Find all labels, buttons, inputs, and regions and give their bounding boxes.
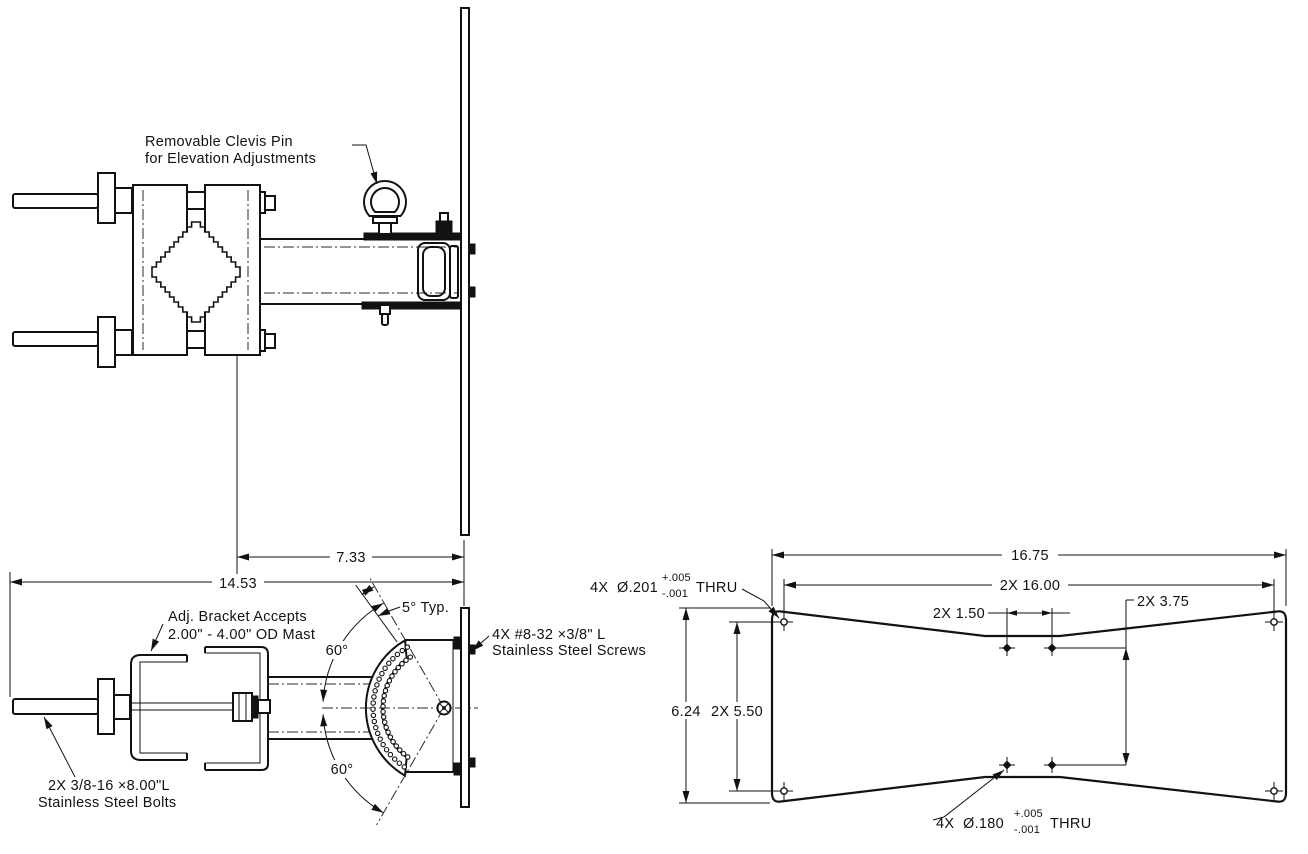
clamp-bolt — [12, 678, 233, 735]
clevis-note: Removable Clevis Pin for Elevation Adjus… — [145, 134, 378, 185]
angle-lower-label: 60° — [331, 762, 354, 778]
side-view: Removable Clevis Pin for Elevation Adjus… — [12, 7, 476, 576]
clamp-bolts — [12, 172, 276, 368]
screw-head — [453, 762, 462, 776]
pivot-pin — [436, 700, 452, 716]
boom-tube — [259, 232, 462, 310]
mounting-plate-outline — [770, 610, 1288, 803]
dim-boom-length: 7.33 — [336, 550, 365, 566]
adjustable-mast-bracket — [130, 646, 271, 771]
dim-plate-width: 16.75 — [1011, 548, 1049, 564]
bolts-note-leader — [43, 716, 76, 778]
dim-plate-height: 6.24 — [671, 704, 700, 720]
center-callout-suffix: THRU — [1050, 816, 1091, 832]
center-hole-callout: 4X Ø.180 +.005 -.001 THRU — [932, 769, 1091, 836]
center-callout-label: 4X Ø.180 — [936, 816, 1004, 832]
screws-note: 4X #8-32 ×3/8" L Stainless Steel Screws — [471, 627, 646, 659]
bolts-note-line2: Stainless Steel Bolts — [38, 795, 176, 811]
corner-callout-suffix: THRU — [696, 580, 737, 596]
bolts-note: 2X 3/8-16 ×8.00"L Stainless Steel Bolts — [38, 716, 176, 811]
lower-pin — [379, 304, 391, 315]
plate-holes — [775, 613, 1283, 800]
dim-hole-span-h: 2X 16.00 — [1000, 578, 1060, 594]
center-callout-tol-plus: +.005 — [1014, 808, 1043, 820]
mast-clamp — [132, 184, 261, 356]
bracket-note-line1: Adj. Bracket Accepts — [168, 609, 307, 625]
bolts-note-line1: 2X 3/8-16 ×8.00"L — [48, 778, 170, 794]
screws-note-line1: 4X #8-32 ×3/8" L — [492, 627, 606, 643]
bracket-note-leader — [150, 623, 164, 652]
5deg-index-line — [355, 584, 398, 643]
arc-bracket-base — [405, 639, 461, 773]
corner-callout-tol-minus: -.001 — [662, 588, 688, 600]
corner-callout-label: 4X Ø.201 — [590, 580, 658, 596]
angle-typ-leader — [377, 606, 401, 617]
clevis-note-leader — [352, 144, 378, 185]
center-hole-offset-dimension: 2X 3.75 — [1058, 594, 1189, 766]
clamp-nut — [232, 692, 253, 722]
plate-width-dimensions: 16.75 2X 16.00 — [771, 547, 1287, 614]
upper-60deg-line — [368, 576, 445, 709]
plate-height-dimensions: 6.24 2X 5.50 — [668, 607, 778, 804]
dim-center-span: 2X 1.50 — [933, 606, 985, 622]
center-callout-leader — [932, 769, 1005, 821]
bracket-note-line2: 2.00" - 4.00" OD Mast — [168, 627, 315, 643]
corner-callout-tol-plus: +.005 — [662, 572, 691, 584]
5deg-arc — [361, 584, 375, 596]
angle-upper-label: 60° — [326, 643, 349, 659]
screw-head — [453, 636, 462, 650]
screw-tip — [468, 757, 476, 768]
clevis-note-line1: Removable Clevis Pin — [145, 134, 293, 150]
plate-face-view: 16.75 2X 16.00 2X 1.50 2X 3.75 — [590, 547, 1288, 836]
lower-60deg-line — [376, 707, 445, 826]
corner-callout-leader — [741, 588, 780, 619]
length-dimensions: 7.33 14.53 — [9, 540, 465, 697]
clamp-tab-bottom — [186, 330, 206, 349]
center-callout-tol-minus: -.001 — [1014, 824, 1040, 836]
screws-note-leader — [471, 635, 490, 652]
clevis-note-line2: for Elevation Adjustments — [145, 151, 316, 167]
clevis-pin — [363, 179, 407, 235]
center-hole-span-dimension: 2X 1.50 — [933, 606, 1070, 642]
mounting-plate-edge — [460, 7, 470, 536]
serrated-jaw-opening — [151, 221, 241, 323]
clamp-tab-top — [186, 191, 206, 210]
dim-hole-span-v: 2X 5.50 — [711, 704, 763, 720]
dim-center-offset: 2X 3.75 — [1137, 594, 1189, 610]
corner-hole-callout: 4X Ø.201 +.005 -.001 THRU — [590, 572, 780, 619]
boom-bottom-flange — [361, 301, 462, 310]
dim-overall-length: 14.53 — [219, 576, 257, 592]
screws-note-line2: Stainless Steel Screws — [492, 643, 646, 659]
bracket-note: Adj. Bracket Accepts 2.00" - 4.00" OD Ma… — [150, 609, 315, 652]
plan-view: 60° 60° 5° Typ. 7.33 14.53 Adj. Bracket … — [9, 540, 646, 826]
angle-typ-label: 5° Typ. — [402, 600, 449, 616]
